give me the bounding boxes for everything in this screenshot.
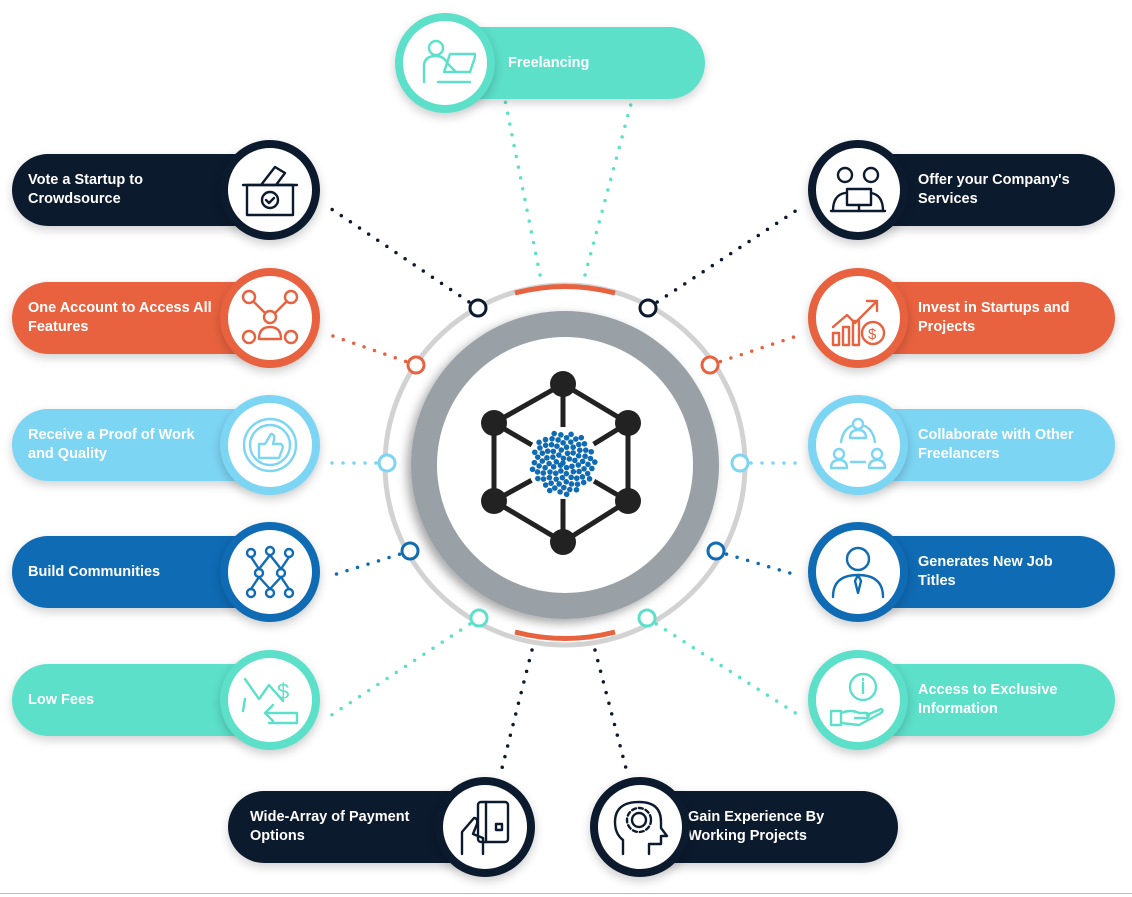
ring-node	[406, 355, 426, 375]
dotted-connector	[328, 616, 481, 718]
company-services-icon	[808, 140, 908, 240]
ring-node	[700, 355, 720, 375]
community-icon	[220, 522, 320, 622]
dotted-connector	[503, 98, 542, 277]
feature-label: Invest in Startups and Projects	[918, 300, 1070, 335]
feature-label: Wide-Array of Payment Options	[250, 809, 410, 844]
bottom-orange-arc	[514, 629, 616, 641]
feature-label: Vote a Startup to Crowdsource	[28, 172, 143, 207]
dotted-connector	[583, 98, 634, 277]
svg-text:$: $	[277, 679, 289, 704]
network-hexagon-logo-icon	[481, 371, 641, 555]
ring-node	[468, 298, 488, 318]
dotted-connector	[328, 333, 418, 367]
dotted-connector	[328, 206, 480, 310]
ring-node	[730, 453, 750, 473]
feature-label: One Account to Access All Features	[28, 300, 212, 335]
dotted-connector	[708, 333, 802, 367]
feature-label: Gain Experience By Working Projects	[688, 809, 825, 844]
freelancer-laptop-icon	[395, 13, 495, 113]
information-hand-icon	[808, 650, 908, 750]
svg-text:$: $	[868, 326, 877, 343]
dotted-connector	[498, 648, 534, 778]
feature-label: Receive a Proof of Work and Quality	[28, 427, 195, 462]
low-fees-icon: $	[220, 650, 320, 750]
ring-node	[469, 608, 489, 628]
ring-node	[377, 453, 397, 473]
investment-chart-icon: $	[808, 268, 908, 368]
feature-label: Collaborate with Other Freelancers	[918, 427, 1074, 462]
ballot-box-icon	[220, 140, 320, 240]
account-network-icon	[220, 268, 320, 368]
head-gear-icon	[590, 777, 690, 877]
dotted-connector	[646, 206, 802, 310]
dotted-connector	[645, 616, 802, 718]
bottom-divider	[0, 893, 1132, 894]
dotted-connector	[714, 549, 802, 578]
top-orange-arc	[514, 284, 616, 296]
ring-node	[638, 298, 658, 318]
ring-node	[637, 608, 657, 628]
payment-card-icon	[435, 777, 535, 877]
job-person-icon	[808, 522, 908, 622]
ring-node	[400, 541, 420, 561]
dotted-connector	[328, 549, 412, 578]
feature-label: Build Communities	[28, 563, 161, 580]
feature-label: Access to Exclusive Information	[918, 682, 1058, 717]
thumbs-up-badge-icon	[220, 395, 320, 495]
feature-label: Freelancing	[508, 54, 590, 71]
feature-label: Generates New Job Titles	[918, 554, 1053, 589]
collaboration-icon	[808, 395, 908, 495]
ring-node	[706, 541, 726, 561]
feature-label: Offer your Company's Services	[918, 172, 1070, 207]
dotted-connector	[593, 648, 630, 778]
feature-label: Low Fees	[28, 691, 95, 708]
